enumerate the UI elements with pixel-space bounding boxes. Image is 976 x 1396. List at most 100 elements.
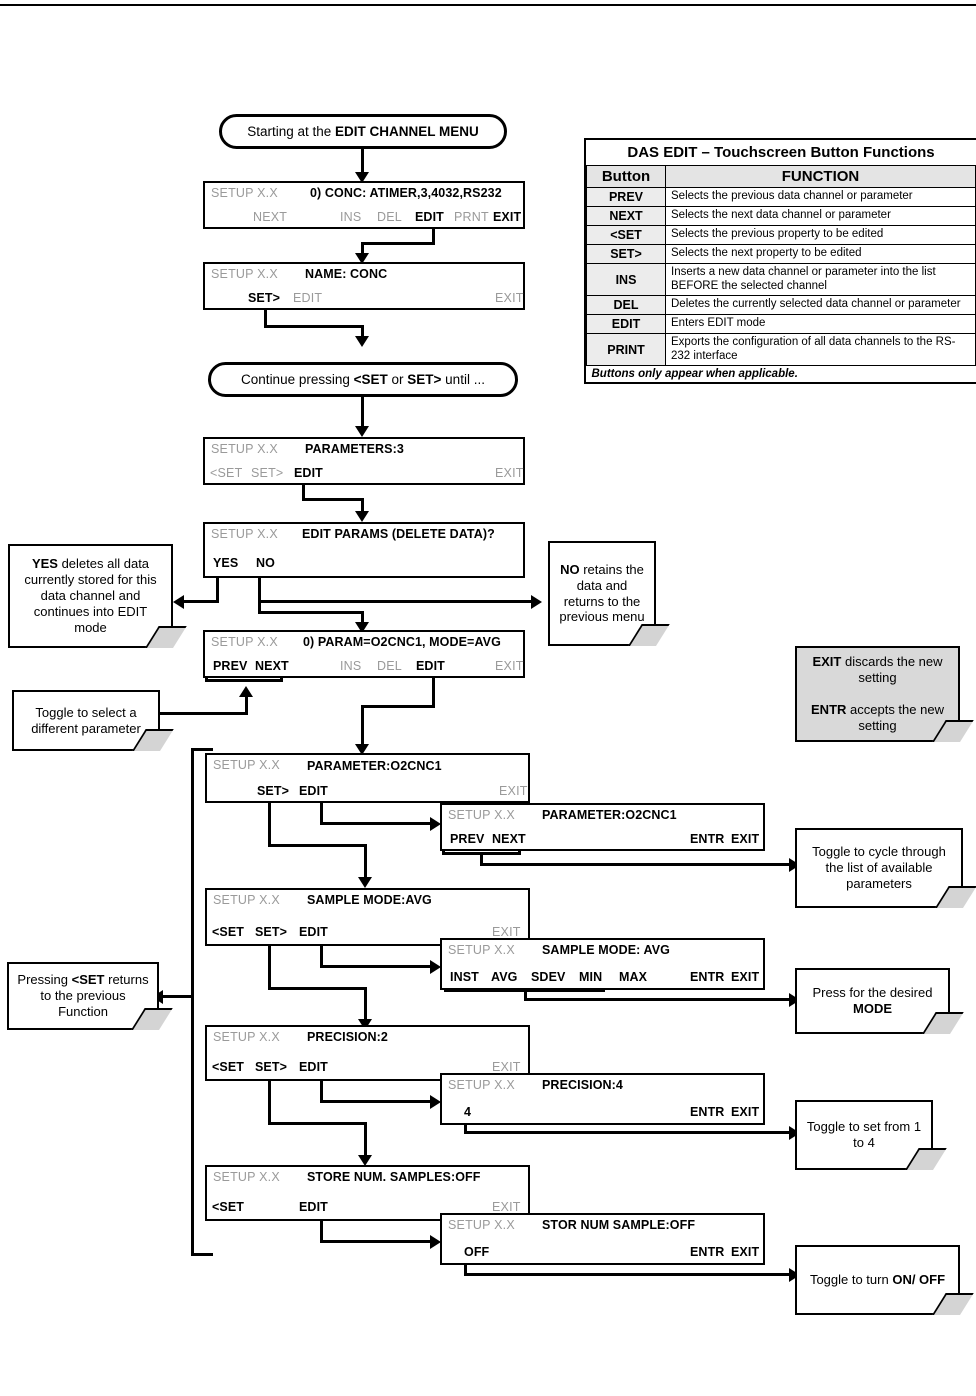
screen-conc-btn-del[interactable]: DEL	[377, 210, 402, 224]
connector-prec-set-h	[268, 1122, 367, 1125]
screen-parameter-edit-btn-next[interactable]: NEXT	[492, 832, 526, 846]
screen-conc[interactable]: SETUP X.X 0) CONC: ATIMER,3,4032,RS232 N…	[203, 181, 525, 229]
note-toggle-onoff-pre: Toggle to turn	[809, 1272, 893, 1288]
screen-store-num-edit-btn-exit[interactable]: EXIT	[731, 1245, 760, 1259]
screen-precision-edit-value[interactable]: 4	[464, 1105, 472, 1119]
screen-name-btn-set[interactable]: SET>	[248, 291, 281, 305]
screen-conc-btn-next[interactable]: NEXT	[253, 210, 288, 224]
screen-precision-btn-setprev[interactable]: <SET	[212, 1060, 245, 1074]
screen-edit-params[interactable]: SETUP X.X EDIT PARAMS (DELETE DATA)? YES…	[203, 522, 525, 578]
screen-store-num-btn-edit[interactable]: EDIT	[299, 1200, 328, 1214]
screen-conc-btn-ins[interactable]: INS	[340, 210, 362, 224]
note-entr-rest: accepts the new setting	[846, 701, 944, 733]
screen-store-num-edit-title: STOR NUM SAMPLE:OFF	[542, 1218, 696, 1232]
screen-precision-edit[interactable]: SETUP X.X PRECISION:4 4 ENTR EXIT	[440, 1073, 765, 1125]
screen-parameters-btn-setnext[interactable]: SET>	[251, 466, 284, 480]
screen-precision-btn-edit[interactable]: EDIT	[299, 1060, 328, 1074]
screen-conc-btn-edit[interactable]: EDIT	[415, 210, 444, 224]
screen-parameters[interactable]: SETUP X.X PARAMETERS:3 <SET SET> EDIT EX…	[203, 437, 525, 485]
screen-sme-btn-avg[interactable]: AVG	[491, 970, 518, 984]
screen-store-num-setup: SETUP X.X	[213, 1170, 280, 1184]
screen-edit-params-setup: SETUP X.X	[211, 527, 278, 541]
table-cell-function: Selects the previous data channel or par…	[665, 187, 976, 207]
screen-sample-mode[interactable]: SETUP X.X SAMPLE MODE:AVG <SET SET> EDIT…	[205, 888, 530, 946]
note-yes-bold: YES	[31, 556, 58, 572]
screen-param-mode-btn-next[interactable]: NEXT	[255, 659, 289, 673]
note-toggle-1to4: Toggle to set from 1 to 4	[795, 1100, 947, 1170]
terminator-continue: Continue pressing <SET or SET> until ...	[208, 362, 518, 397]
screen-sme-btn-exit[interactable]: EXIT	[731, 970, 760, 984]
screen-sample-mode-btn-setnext[interactable]: SET>	[255, 925, 288, 939]
screen-precision-edit-btn-entr[interactable]: ENTR	[690, 1105, 725, 1119]
screen-parameter-edit-btn-entr[interactable]: ENTR	[690, 832, 725, 846]
arrow-right-precision-edit	[430, 1095, 441, 1109]
arrow-down-parameter	[355, 744, 369, 755]
screen-precision-btn-exit[interactable]: EXIT	[492, 1060, 521, 1074]
connector-prec-edit-h	[320, 1100, 433, 1103]
table-cell-function: Selects the previous property to be edit…	[665, 225, 976, 245]
screen-param-mode-btn-edit[interactable]: EDIT	[416, 659, 445, 673]
screen-parameter-btn-exit[interactable]: EXIT	[499, 784, 528, 798]
screen-store-num-edit-btn-entr[interactable]: ENTR	[690, 1245, 725, 1259]
connector-parameter-set-v2	[364, 844, 367, 880]
connector-start-to-conc	[361, 149, 364, 175]
screen-param-mode-btn-ins[interactable]: INS	[340, 659, 362, 673]
screen-param-mode[interactable]: SETUP X.X 0) PARAM=O2CNC1, MODE=AVG PREV…	[203, 630, 525, 678]
table-cell-function: Exports the configuration of all data ch…	[665, 333, 976, 367]
arrow-down-precision	[358, 1019, 372, 1030]
arrow-right-toggle-onoff	[789, 1268, 800, 1282]
arrow-up-toggle-param	[239, 686, 253, 697]
screen-conc-btn-prnt[interactable]: PRNT	[454, 210, 489, 224]
screen-param-mode-btn-exit[interactable]: EXIT	[495, 659, 524, 673]
connector-prec-set-v1	[268, 1081, 271, 1125]
screen-parameter-btn-set[interactable]: SET>	[257, 784, 290, 798]
screen-parameters-btn-exit[interactable]: EXIT	[495, 466, 524, 480]
screen-store-num[interactable]: SETUP X.X STORE NUM. SAMPLES:OFF <SET ED…	[205, 1165, 530, 1221]
terminator-continue-mid: or	[387, 371, 408, 387]
screen-store-num-btn-exit[interactable]: EXIT	[492, 1200, 521, 1214]
screen-parameters-btn-setprev[interactable]: <SET	[210, 466, 243, 480]
screen-sme-btn-entr[interactable]: ENTR	[690, 970, 725, 984]
screen-precision[interactable]: SETUP X.X PRECISION:2 <SET SET> EDIT EXI…	[205, 1025, 530, 1081]
connector-modes-to-note	[524, 998, 792, 1001]
screen-sme-btn-max[interactable]: MAX	[619, 970, 648, 984]
screen-parameter-edit-btn-prev[interactable]: PREV	[450, 832, 485, 846]
arrow-right-store-num-edit	[430, 1235, 441, 1249]
table-cell-button: INS	[586, 262, 666, 297]
screen-sme-btn-sdev[interactable]: SDEV	[531, 970, 566, 984]
screen-name-btn-exit[interactable]: EXIT	[495, 291, 524, 305]
connector-parameters-v2	[361, 498, 364, 514]
screen-store-num-edit-value[interactable]: OFF	[464, 1245, 490, 1259]
screen-sme-btn-min[interactable]: MIN	[579, 970, 603, 984]
screen-sme-btn-inst[interactable]: INST	[450, 970, 479, 984]
table-row: PREV Selects the previous data channel o…	[586, 187, 976, 207]
screen-precision-btn-setnext[interactable]: SET>	[255, 1060, 288, 1074]
screen-conc-btn-exit[interactable]: EXIT	[493, 210, 522, 224]
screen-parameter-edit-btn-exit[interactable]: EXIT	[731, 832, 760, 846]
screen-edit-params-btn-yes[interactable]: YES	[213, 556, 239, 570]
screen-parameter-edit[interactable]: SETUP X.X PARAMETER:O2CNC1 PREV NEXT ENT…	[440, 803, 765, 851]
screen-sample-mode-btn-setprev[interactable]: <SET	[212, 925, 245, 939]
connector-loopback-spine	[191, 748, 194, 1256]
screen-edit-params-btn-no[interactable]: NO	[256, 556, 275, 570]
screen-parameter[interactable]: SETUP X.X PARAMETER:O2CNC1 SET> EDIT EXI…	[205, 753, 530, 803]
arrow-down-store-num	[358, 1155, 372, 1166]
screen-sample-mode-edit[interactable]: SETUP X.X SAMPLE MODE: AVG INST AVG SDEV…	[440, 938, 765, 990]
screen-parameters-btn-edit[interactable]: EDIT	[294, 466, 323, 480]
screen-name-btn-edit[interactable]: EDIT	[293, 291, 323, 305]
table-cell-function: Enters EDIT mode	[665, 314, 976, 335]
screen-parameter-btn-edit[interactable]: EDIT	[299, 784, 328, 798]
connector-parameters-v1	[302, 485, 305, 501]
screen-name[interactable]: SETUP X.X NAME: CONC SET> EDIT EXIT	[203, 262, 525, 310]
screen-sample-mode-btn-edit[interactable]: EDIT	[299, 925, 328, 939]
screen-param-mode-btn-del[interactable]: DEL	[377, 659, 402, 673]
screen-param-mode-btn-prev[interactable]: PREV	[213, 659, 248, 673]
note-toggle-1to4-text: Toggle to set from 1 to 4	[806, 1119, 922, 1150]
screen-store-num-btn-setprev[interactable]: <SET	[212, 1200, 245, 1214]
screen-sample-mode-btn-exit[interactable]: EXIT	[492, 925, 521, 939]
connector-name-h	[264, 325, 364, 328]
screen-precision-edit-btn-exit[interactable]: EXIT	[731, 1105, 760, 1119]
connector-prevnext-h	[205, 679, 283, 682]
screen-store-num-edit[interactable]: SETUP X.X STOR NUM SAMPLE:OFF OFF ENTR E…	[440, 1213, 765, 1265]
